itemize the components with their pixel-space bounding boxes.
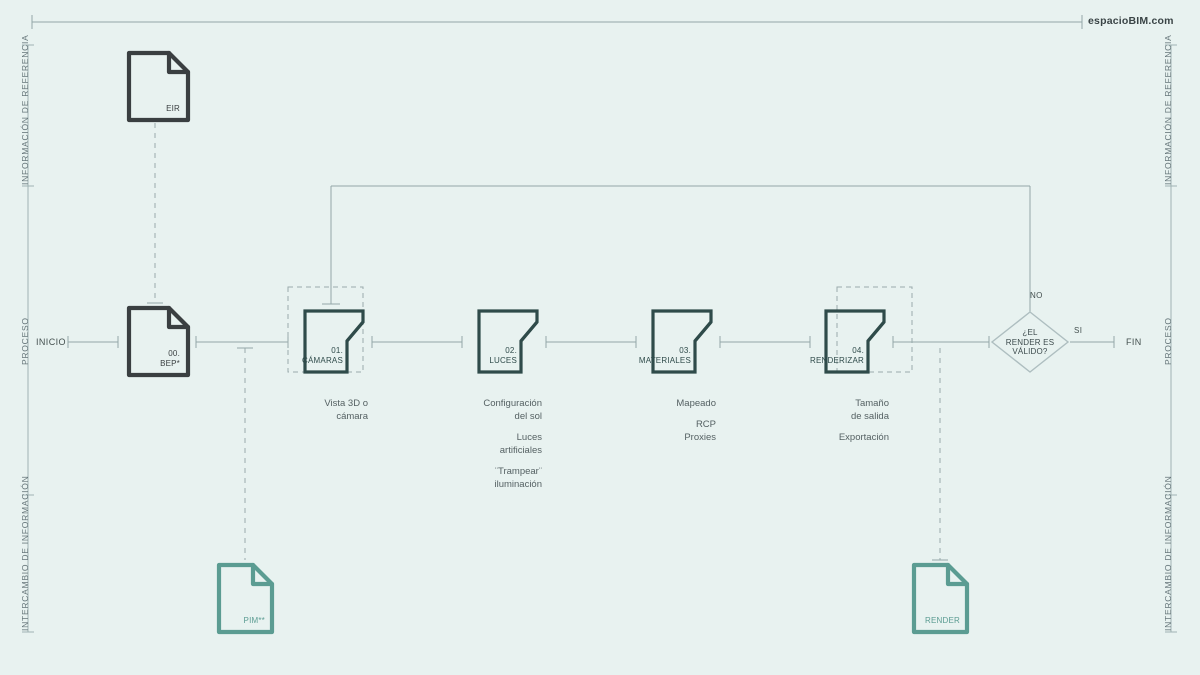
top-rule	[31, 15, 1083, 29]
step-renderizar-shape	[824, 309, 886, 374]
connector-decision-to-fin	[1070, 336, 1115, 348]
connector-process-to-render	[932, 348, 948, 561]
document-render-label: RENDER	[925, 616, 960, 625]
document-bep-shape	[126, 305, 191, 378]
document-render-shape	[911, 562, 970, 635]
right-lane-label-referencia: INFORMACIÓN DE REFERENCIA	[1163, 34, 1173, 185]
connector-camaras-to-luces	[371, 336, 463, 348]
note-materiales-1: Mapeado	[676, 398, 716, 409]
document-eir-label: EIR	[166, 104, 180, 113]
flow-start-label: INICIO	[36, 337, 66, 347]
connector-eir-to-bep	[147, 123, 163, 304]
note-camaras-1: Vista 3D o cámara	[324, 398, 368, 422]
step-renderizar-dashed-outline	[836, 286, 913, 373]
decision-label: ¿EL RENDER ES VÁLIDO?	[1005, 328, 1055, 356]
right-lane-label-proceso: PROCESO	[1163, 317, 1173, 365]
connector-inicio-to-bep	[67, 336, 119, 348]
decision-yes-label: SI	[1074, 326, 1083, 335]
connector-materiales-to-renderizar	[719, 336, 811, 348]
connector-loop-arrow-camaras	[322, 185, 1031, 312]
connector-luces-to-materiales	[545, 336, 637, 348]
right-lane-label-intercambio: INTERCAMBIO DE INFORMACIÓN	[1163, 475, 1173, 631]
note-renderizar-2: Exportación	[838, 432, 889, 443]
left-swimlane-axis	[22, 44, 34, 633]
note-materiales-2: RCP Proxies	[684, 419, 716, 443]
note-renderizar-1: Tamaño de salida	[850, 398, 889, 422]
decision-diamond-shape	[990, 311, 1070, 373]
left-lane-label-referencia: INFORMACIÓN DE REFERENCIA	[20, 34, 30, 185]
decision-no-label: NO	[1030, 291, 1043, 300]
step-materiales-label: 03. MATERIALES	[638, 346, 691, 365]
flow-end-label: FIN	[1126, 337, 1142, 347]
note-luces-3: ¨Trampear¨ iluminación	[494, 466, 542, 490]
document-pim-label: PIM**	[243, 616, 265, 625]
note-luces-1: Configuración del sol	[483, 398, 542, 422]
right-swimlane-axis	[1165, 44, 1177, 633]
note-luces-2: Luces artificiales	[499, 432, 542, 456]
brand-logo: espacioBIM.com	[1088, 15, 1174, 27]
step-luces-label: 02. LUCES	[489, 346, 517, 365]
step-materiales-shape	[651, 309, 713, 374]
left-lane-label-proceso: PROCESO	[20, 317, 30, 365]
step-camaras-dashed-outline	[287, 286, 364, 373]
step-luces-shape	[477, 309, 539, 374]
document-eir-shape	[126, 50, 191, 123]
step-camaras-shape	[303, 309, 365, 374]
step-renderizar-label: 04. RENDERIZAR	[809, 346, 864, 365]
connector-bep-to-camaras	[195, 336, 289, 348]
connector-pim-to-process	[237, 347, 253, 560]
document-bep-label: 00. BEP*	[160, 349, 180, 368]
step-camaras-label: 01. CÁMARAS	[302, 346, 343, 365]
left-lane-label-intercambio: INTERCAMBIO DE INFORMACIÓN	[20, 475, 30, 631]
connector-renderizar-to-decision	[892, 336, 990, 348]
document-pim-shape	[216, 562, 275, 635]
